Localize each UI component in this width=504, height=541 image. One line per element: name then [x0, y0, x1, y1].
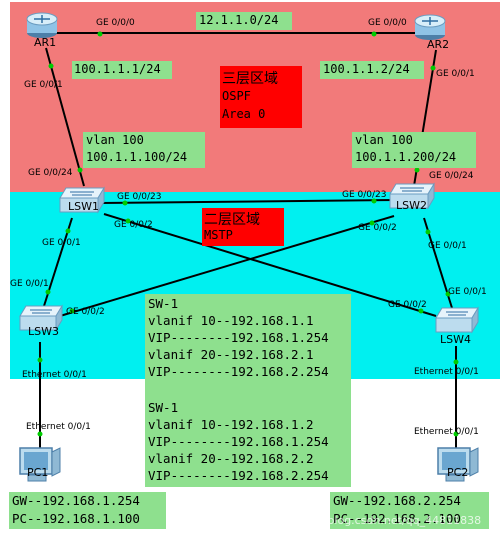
- port-dot: [418, 308, 424, 314]
- port-dot: [414, 167, 420, 173]
- zone-title: 三层区域: [222, 71, 278, 87]
- port-dot: [125, 218, 131, 224]
- config-line: VIP--------192.168.1.254: [148, 434, 329, 449]
- port-dot: [37, 431, 43, 437]
- port-dot: [65, 228, 71, 234]
- router-icon[interactable]: [26, 12, 58, 38]
- link-lsw1-lsw2: [99, 199, 399, 204]
- subnet-text: 100.1.1.1/24: [74, 62, 161, 76]
- port-dot: [371, 198, 377, 204]
- port-dot: [97, 31, 103, 37]
- subnet-box-ar2: 100.1.1.2/24: [320, 61, 424, 79]
- zone-protocol: OSPF: [222, 89, 251, 103]
- subnet-box-ar-link: 12.1.1.0/24: [196, 12, 292, 30]
- port-dot: [445, 291, 451, 297]
- config-line: vlanif 20--192.168.2.2: [148, 451, 314, 466]
- port-dot: [48, 63, 54, 69]
- port-dot: [77, 167, 83, 173]
- port-label: Ethernet 0/0/1: [22, 370, 87, 380]
- port-label: GE 0/0/1: [428, 241, 467, 251]
- port-label: GE 0/0/2: [388, 300, 427, 310]
- port-dot: [371, 31, 377, 37]
- router-icon[interactable]: [414, 14, 446, 40]
- zone-title-box-l2: 二层区域 MSTP: [202, 208, 284, 246]
- pc-icon[interactable]: [19, 447, 61, 482]
- port-label: GE 0/0/0: [368, 18, 407, 28]
- device-name-lsw1: LSW1: [68, 200, 99, 213]
- link-lsw2-lsw3: [59, 215, 395, 317]
- device-name-lsw2: LSW2: [396, 199, 427, 212]
- config-line: vlanif 10--192.168.1.2: [148, 417, 314, 432]
- switch-icon[interactable]: [389, 182, 435, 210]
- config-line: VIP--------192.168.2.254: [148, 364, 329, 379]
- port-label: GE 0/0/1: [10, 279, 49, 289]
- config-box: SW-1 vlanif 10--192.168.1.1 VIP--------1…: [145, 294, 351, 487]
- subnet-box-ar1: 100.1.1.1/24: [72, 61, 172, 79]
- subnet-text: 100.1.1.200/24: [355, 150, 457, 164]
- pc2-address-box: GW--192.168.2.254 PC--192.168.2.100: [330, 492, 489, 529]
- port-dot: [45, 289, 51, 295]
- switch-icon[interactable]: [59, 186, 105, 214]
- watermark: https://blog.csdn.net/qq_44811838: [288, 514, 482, 527]
- subnet-text: 12.1.1.0/24: [199, 13, 279, 27]
- config-line: vlanif 20--192.168.2.1: [148, 347, 314, 362]
- switch-icon[interactable]: [19, 304, 63, 332]
- port-dot: [430, 65, 436, 71]
- port-dot: [425, 229, 431, 235]
- port-label: GE 0/0/1: [448, 287, 487, 297]
- port-label: GE 0/0/2: [114, 220, 153, 230]
- pc-ip: PC--192.168.2.100: [333, 511, 461, 526]
- port-dot: [369, 220, 375, 226]
- port-dot: [122, 200, 128, 206]
- port-label: GE 0/0/1: [24, 80, 63, 90]
- pc-icon[interactable]: [437, 447, 479, 482]
- device-name-ar1: AR1: [34, 36, 57, 49]
- device-name-pc1: PC1: [27, 466, 49, 479]
- config-title: SW-1: [148, 400, 179, 415]
- port-dot: [69, 308, 75, 314]
- zone-protocol: MSTP: [204, 228, 233, 242]
- port-label: GE 0/0/2: [358, 223, 397, 233]
- link-ar1-lsw1: [45, 47, 85, 187]
- config-line: vlanif 10--192.168.1.1: [148, 313, 314, 328]
- zone-title: 二层区域: [204, 212, 260, 228]
- zone-title-box-l3: 三层区域 OSPF Area 0: [220, 66, 302, 128]
- port-label: Ethernet 0/0/1: [414, 427, 479, 437]
- subnet-text: 100.1.1.2/24: [323, 62, 410, 76]
- device-name-ar2: AR2: [427, 38, 450, 51]
- port-dot: [37, 357, 43, 363]
- config-line: VIP--------192.168.1.254: [148, 330, 329, 345]
- pc-gateway: GW--192.168.1.254: [12, 493, 140, 508]
- port-dot: [453, 431, 459, 437]
- port-label: GE 0/0/24: [28, 168, 73, 178]
- device-name-pc2: PC2: [447, 466, 469, 479]
- config-line: VIP--------192.168.2.254: [148, 468, 329, 483]
- vlan-text: vlan 100: [86, 133, 144, 147]
- subnet-box-lsw2: vlan 100 100.1.1.200/24: [352, 132, 476, 168]
- subnet-box-lsw1: vlan 100 100.1.1.100/24: [83, 132, 205, 168]
- port-label: GE 0/0/23: [342, 190, 387, 200]
- switch-icon[interactable]: [435, 306, 479, 334]
- pc-ip: PC--192.168.1.100: [12, 511, 140, 526]
- port-label: GE 0/0/24: [429, 171, 474, 181]
- vlan-text: vlan 100: [355, 133, 413, 147]
- subnet-text: 100.1.1.100/24: [86, 150, 188, 164]
- port-label: GE 0/0/1: [42, 238, 81, 248]
- config-title: SW-1: [148, 296, 179, 311]
- device-name-lsw3: LSW3: [28, 325, 59, 338]
- zone-area: Area 0: [222, 107, 266, 121]
- pc-gateway: GW--192.168.2.254: [333, 493, 461, 508]
- port-label: GE 0/0/23: [117, 192, 162, 202]
- port-label: Ethernet 0/0/1: [26, 422, 91, 432]
- link-lsw1-lsw4: [103, 213, 437, 317]
- pc1-address-box: GW--192.168.1.254 PC--192.168.1.100: [9, 492, 166, 529]
- port-dot: [453, 359, 459, 365]
- port-label: Ethernet 0/0/1: [414, 367, 479, 377]
- port-label: GE 0/0/1: [436, 69, 475, 79]
- device-name-lsw4: LSW4: [440, 333, 471, 346]
- port-label: GE 0/0/2: [66, 307, 105, 317]
- port-label: GE 0/0/0: [96, 18, 135, 28]
